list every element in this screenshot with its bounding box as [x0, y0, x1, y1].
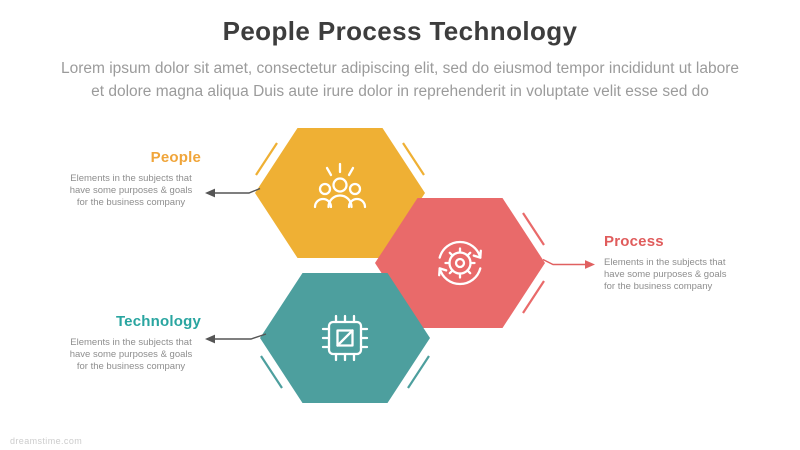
people-desc-line-3: for the business company	[76, 197, 186, 208]
cpu-chip-icon	[321, 314, 369, 362]
hexagon-process-accent-bottom-right	[522, 280, 545, 314]
hexagon-technology	[260, 273, 430, 403]
hexagon-process-shape	[375, 198, 545, 328]
hexagon-technology-accent-bottom-right	[407, 355, 430, 389]
hexagon-technology-accent-bottom-left	[260, 355, 283, 389]
technology-label: Technology	[115, 313, 201, 330]
process-desc-line-1: Elements in the subjects that	[604, 257, 726, 268]
people-label: People	[150, 149, 201, 166]
people-desc-line-1: Elements in the subjects that	[70, 173, 192, 184]
hexagon-people-shape	[255, 128, 425, 258]
process-desc-line-2: have some purposes & goals	[604, 269, 727, 280]
page-title: People Process Technology	[222, 16, 578, 46]
process-label: Process	[604, 233, 664, 250]
technology-desc-line-1: Elements in the subjects that	[70, 337, 192, 348]
subtitle-line-1: Lorem ipsum dolor sit amet, consectetur …	[60, 60, 740, 77]
hexagon-people-accent-top-right	[402, 142, 425, 176]
technology-desc-line-2: have some purposes & goals	[69, 349, 193, 360]
technology-description: Elements in the subjects that have some …	[55, 337, 207, 373]
process-description: Elements in the subjects that have some …	[604, 257, 756, 293]
people-desc-line-2: have some purposes & goals	[69, 185, 193, 196]
people-text-block: People Elements in the subjects that hav…	[55, 149, 207, 209]
process-text-block: Process Elements in the subjects that ha…	[604, 233, 756, 293]
people-description: Elements in the subjects that have some …	[55, 173, 207, 209]
watermark-text: dreamstime.com	[10, 436, 83, 446]
technology-text-block: Technology Elements in the subjects that…	[55, 313, 207, 373]
hexagon-people-accent-top-left	[255, 142, 278, 176]
gear-sync-icon	[438, 240, 482, 286]
subtitle-line-2: et dolore magna aliqua Duis aute irure d…	[91, 83, 709, 100]
hexagon-process-accent-top-right	[522, 212, 545, 246]
people-group-icon	[313, 162, 367, 209]
process-desc-line-3: for the business company	[604, 281, 713, 292]
hexagon-people	[255, 128, 425, 258]
technology-desc-line-3: for the business company	[76, 361, 186, 372]
hexagon-process	[375, 198, 545, 328]
